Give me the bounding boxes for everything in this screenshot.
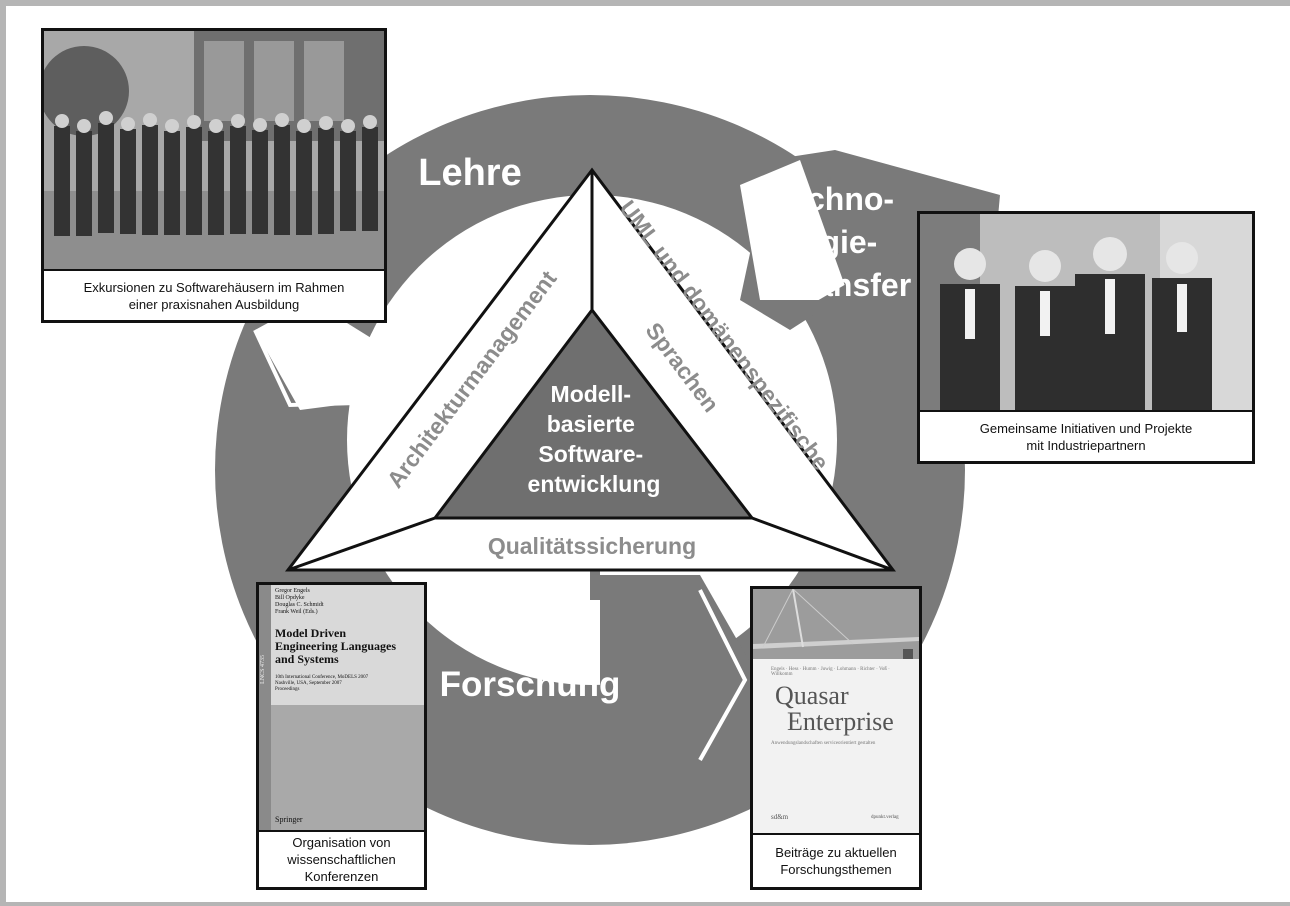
side-label-bottom: Qualitätssicherung — [488, 533, 696, 559]
arrow-tail-outline — [253, 329, 456, 408]
caption-transfer: Gemeinsame Initiativen und Projekte mit … — [920, 410, 1252, 461]
top-border-stripe — [0, 0, 1290, 6]
book-title-line-2: Engineering Languages — [275, 639, 397, 653]
book-editors: Gregor Engels Bill Opdyke Douglas C. Sch… — [275, 588, 324, 616]
center-line-3: Software- — [538, 441, 643, 467]
caption-forschung: Beiträge zu aktuellen Forschungsthemen — [753, 833, 919, 887]
center-line-4: entwicklung — [528, 471, 661, 497]
book-cover-quasar: Engels · Hess · Humm · Juwig · Lohmann ·… — [753, 589, 919, 833]
book-publisher: Springer — [275, 815, 303, 824]
triangle-divider-left — [287, 516, 436, 572]
arrow-head-outline — [698, 589, 748, 761]
book-subtitle-line-3: Proceedings — [275, 687, 300, 692]
book-quasar-title-line-1: Quasar — [775, 681, 849, 710]
label-lehre: Lehre — [418, 152, 521, 194]
book-quasar-publisher: dpunkt.verlag — [871, 815, 899, 820]
center-line-2: basierte — [547, 411, 635, 437]
arrow-gap-lehre — [255, 300, 455, 410]
panel-transfer: Gemeinsame Initiativen und Projekte mit … — [917, 211, 1255, 464]
editor-1: Gregor Engels — [275, 588, 310, 594]
label-transfer-line-3: transfer — [792, 267, 911, 303]
book-authors: Engels · Hess · Humm · Juwig · Lohmann ·… — [771, 667, 890, 677]
bottom-border-stripe — [0, 902, 1290, 906]
label-forschung: Forschung — [440, 665, 621, 704]
center-text: Modell- basierte Software- entwicklung — [528, 381, 661, 497]
book-title-area — [271, 585, 424, 705]
book-subtitle-line-1: 10th International Conference, MoDELS 20… — [275, 675, 369, 680]
book-quasar-title-line-2: Enterprise — [787, 707, 894, 736]
book-title: Model Driven Engineering Languages and S… — [275, 627, 396, 666]
photo-partners-image — [920, 214, 1252, 410]
center-line-1: Modell- — [551, 381, 632, 407]
triangle-divider-right — [751, 516, 894, 572]
book-quasar-title: Quasar Enterprise — [775, 683, 894, 735]
book-series: LNCS 4735 — [260, 655, 266, 684]
panel-lehre: Exkursionen zu Softwarehäusern im Rahmen… — [41, 28, 387, 323]
panel-konferenzen: Gregor Engels Bill Opdyke Douglas C. Sch… — [256, 582, 427, 890]
book-bridge-image — [753, 589, 919, 659]
editor-2: Bill Opdyke — [275, 595, 305, 601]
arrow-gap-transfer — [740, 160, 850, 300]
label-technologietransfer: Techno- logie- transfer — [772, 181, 911, 303]
photo-group-image — [44, 31, 384, 269]
caption-lehre: Exkursionen zu Softwarehäusern im Rahmen… — [44, 269, 384, 320]
book-title-line-3: and Systems — [275, 652, 339, 666]
photo-group-excursion — [44, 31, 384, 269]
book-spine-stripe — [259, 585, 271, 830]
triangle-center — [431, 307, 756, 520]
photo-industry-partners — [920, 214, 1252, 410]
panel-forschung: Engels · Hess · Humm · Juwig · Lohmann ·… — [750, 586, 922, 890]
book-title-line-1: Model Driven — [275, 626, 346, 640]
book-subtitle-line-2: Nashville, USA, September 2007 — [275, 681, 342, 686]
label-transfer-line-1: Techno- — [772, 181, 894, 217]
book-logo-badge — [903, 649, 913, 659]
book-cover-models: Gregor Engels Bill Opdyke Douglas C. Sch… — [259, 585, 424, 830]
caption-konferenzen: Organisation von wissenschaftlichen Konf… — [259, 830, 424, 887]
label-transfer-line-2: logie- — [792, 224, 877, 260]
editor-4: Frank Weil (Eds.) — [275, 609, 318, 615]
book-quasar-subtitle: Anwendungslandschaften serviceorientiert… — [771, 741, 876, 746]
book-imprint: sd&m — [771, 813, 789, 821]
editor-3: Douglas C. Schmidt — [275, 602, 324, 608]
left-border-stripe — [0, 0, 6, 906]
book-subtitle: 10th International Conference, MoDELS 20… — [275, 675, 368, 693]
